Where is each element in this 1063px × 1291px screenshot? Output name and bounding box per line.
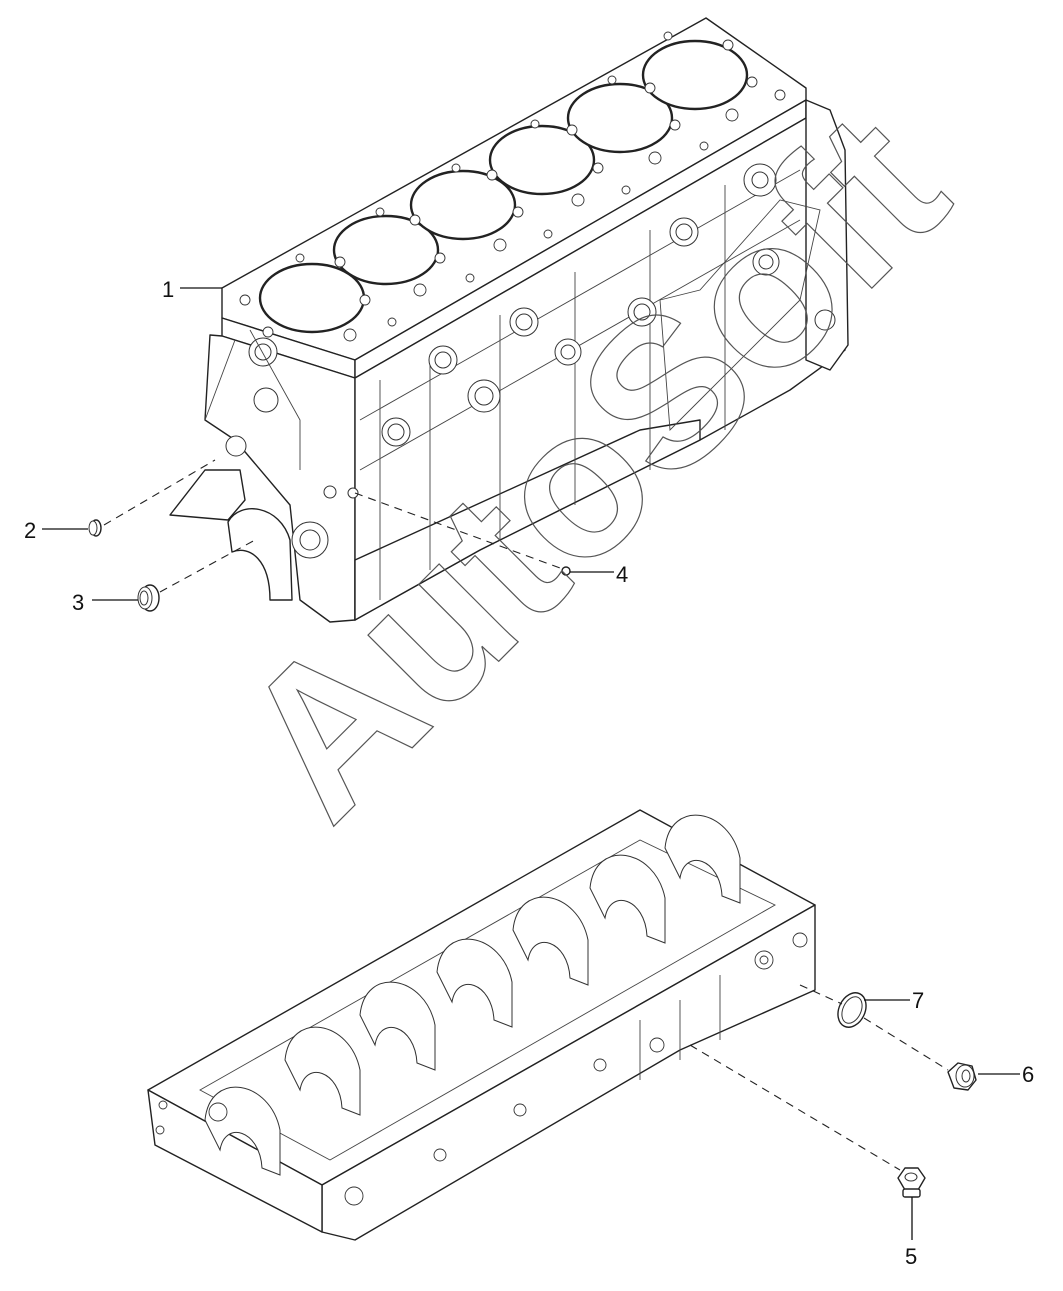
part-4-plug[interactable] [561,566,571,576]
cylinder-bores [258,39,749,334]
head-bolt-holes [239,31,786,342]
callout-7: 7 [912,988,924,1013]
part-2-plug[interactable] [88,519,102,537]
assembly-lines [103,459,949,1171]
ladder-bolt-holes [155,932,808,1206]
callout-5: 5 [905,1244,917,1269]
part-6-plug[interactable] [947,1062,977,1091]
part-5-drain-plug[interactable] [897,1167,926,1198]
cylinder-block[interactable] [169,17,849,623]
callout-6: 6 [1022,1062,1034,1087]
bearing-ladder-frame[interactable] [147,809,816,1241]
callout-leaders [42,287,1020,1240]
part-7-seal-ring[interactable] [833,988,872,1032]
bearing-saddles [204,814,741,1176]
block-side-details [204,163,836,600]
callout-1: 1 [162,277,174,302]
callout-labels: 1 2 3 4 5 6 7 [24,277,1034,1269]
part-3-cup-plug[interactable] [137,584,160,612]
callout-4: 4 [616,562,628,587]
callout-3: 3 [72,590,84,615]
callout-2: 2 [24,518,36,543]
